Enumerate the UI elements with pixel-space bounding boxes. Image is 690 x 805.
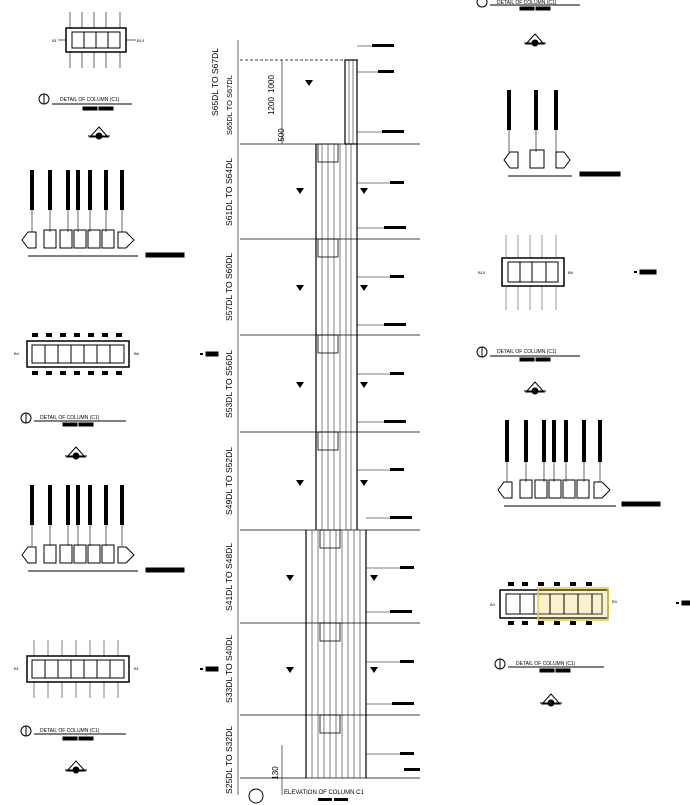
detail-caption-2: DETAIL OF COLUMN (C1)	[40, 415, 100, 421]
caption-detail-1	[38, 93, 132, 140]
elevation-column	[237, 40, 420, 804]
detail-caption-right-1: DETAIL OF COLUMN (C1)	[497, 349, 557, 355]
bar-bending-right-2	[497, 420, 661, 507]
range-label: S41DL TO S48DL	[224, 543, 234, 611]
caption-detail-3	[20, 725, 126, 774]
dim-1000: 1000	[267, 75, 276, 93]
section-detail-3	[26, 640, 219, 698]
dim-130: 130	[271, 766, 280, 780]
dim-1200: 1200	[267, 97, 276, 115]
bar-tag: B1	[134, 666, 140, 671]
bar-tag: B6	[134, 351, 140, 356]
bar-tag: B4	[490, 602, 496, 607]
bar-tag: B6	[568, 270, 574, 275]
section-detail-1	[58, 12, 136, 68]
range-label: S57DL TO S60DL	[224, 253, 234, 321]
range-label: S33DL TO S40DL	[224, 635, 234, 703]
caption-detail-right-1	[476, 346, 580, 395]
section-detail-right-1	[501, 235, 657, 310]
detail-caption-right-2: DETAIL OF COLUMN (C1)	[516, 661, 576, 667]
detail-caption-1: DETAIL OF COLUMN (C1)	[60, 97, 120, 103]
section-detail-right-2	[499, 582, 690, 625]
bar-tag: B3	[612, 599, 618, 604]
range-label: S49DL TO S52DL	[224, 447, 234, 515]
caption-detail-top-right	[476, 0, 580, 47]
bar-tag: B4	[14, 351, 20, 356]
range-label: S25DL TO S32DL	[224, 726, 234, 794]
bar-bending-1	[21, 170, 185, 258]
bar-tag: B14	[137, 38, 145, 43]
dim-500: 500	[277, 128, 286, 142]
caption-detail-2	[20, 412, 126, 460]
caption-detail-right-2	[494, 658, 604, 707]
bar-bending-right-1	[503, 90, 621, 177]
bar-tag: B10	[478, 270, 486, 275]
range-label: S61DL TO S64DL	[224, 158, 234, 226]
bar-tag: B1	[52, 38, 58, 43]
detail-caption-3: DETAIL OF COLUMN (C1)	[40, 728, 100, 734]
highlight-region	[537, 587, 609, 621]
range-label: S53DL TO S56DL	[224, 350, 234, 418]
section-detail-2	[26, 333, 219, 375]
bar-tag: B1	[14, 666, 20, 671]
bar-bending-2	[21, 485, 185, 573]
elevation-title: ELEVATION OF COLUMN C1	[284, 790, 364, 796]
range-label: S65DL TO S67DL	[210, 48, 220, 116]
detail-caption-top-right: DETAIL OF COLUMN (C1)	[497, 0, 557, 6]
range-label: S65DL TO S67DL	[225, 75, 234, 135]
